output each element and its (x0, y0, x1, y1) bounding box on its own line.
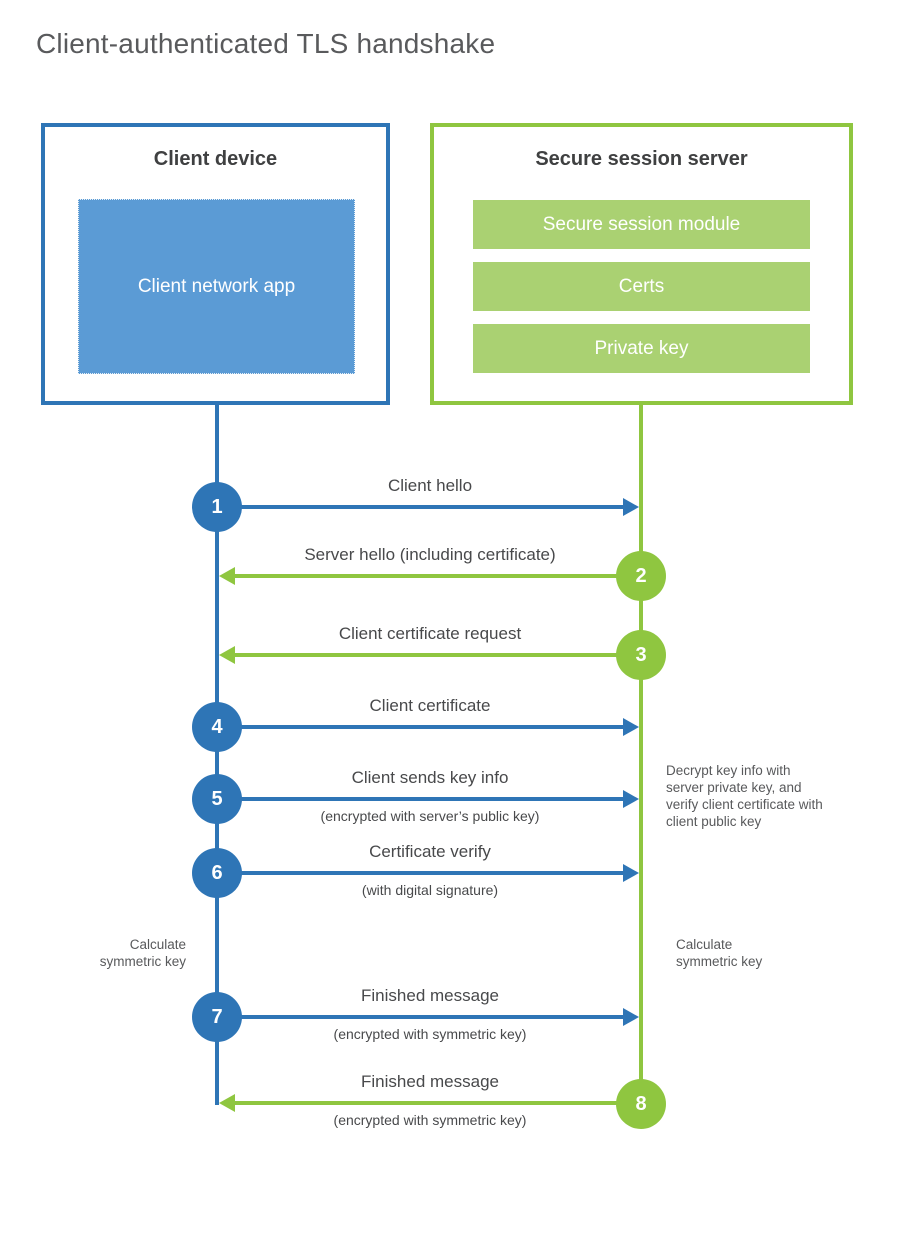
server-lifeline (639, 403, 643, 1106)
step-1-arrow-line (219, 505, 625, 509)
step-8-arrow-line (233, 1101, 641, 1105)
step-2-badge: 2 (616, 551, 666, 601)
step-5-arrow-line (219, 797, 625, 801)
step-8-badge: 8 (616, 1079, 666, 1129)
step-8-sublabel: (encrypted with symmetric key) (333, 1112, 527, 1128)
arrow-right-icon (623, 790, 639, 808)
step-1-label: Client hello (387, 476, 473, 495)
arrow-left-icon (219, 567, 235, 585)
client-device-title: Client device (153, 148, 278, 170)
arrow-left-icon (219, 646, 235, 664)
arrow-right-icon (623, 498, 639, 516)
client-network-app-module: Client network app (78, 199, 355, 374)
client-lifeline (215, 403, 219, 1105)
step-6-badge: 6 (192, 848, 242, 898)
step-4-label: Client certificate (369, 696, 491, 715)
step-4-arrow-line (219, 725, 625, 729)
step-6-label: Certificate verify (369, 842, 491, 861)
step-3-badge: 3 (616, 630, 666, 680)
note-client-calculate-key: Calculate symmetric key (99, 937, 186, 969)
arrow-right-icon (623, 864, 639, 882)
step-5-badge: 5 (192, 774, 242, 824)
step-2-arrow-line (233, 574, 641, 578)
step-6-arrow-line (219, 871, 625, 875)
server-module-private-key: Private key (473, 324, 810, 373)
step-8-label: Finished message (361, 1072, 499, 1091)
step-2-label: Server hello (including certificate) (304, 545, 556, 564)
client-network-app-label: Client network app (137, 276, 296, 297)
step-7-sublabel: (encrypted with symmetric key) (333, 1026, 527, 1042)
page-title: Client-authenticated TLS handshake (36, 28, 496, 59)
step-7-badge: 7 (192, 992, 242, 1042)
arrow-right-icon (623, 1008, 639, 1026)
note-server-calculate-key: Calculate symmetric key (676, 937, 763, 969)
step-7-arrow-line (219, 1015, 625, 1019)
server-module-certs: Certs (473, 262, 810, 311)
step-4-badge: 4 (192, 702, 242, 752)
server-module-secure-session: Secure session module (473, 200, 810, 249)
server-box-title: Secure session server (535, 148, 748, 170)
step-5-label: Client sends key info (351, 768, 509, 787)
step-1-badge: 1 (192, 482, 242, 532)
note-server-decrypt: Decrypt key info with server private key… (666, 763, 823, 829)
step-3-label: Client certificate request (338, 624, 522, 643)
step-3-arrow-line (233, 653, 641, 657)
arrow-left-icon (219, 1094, 235, 1112)
step-5-sublabel: (encrypted with server’s public key) (320, 808, 540, 824)
step-7-label: Finished message (361, 986, 499, 1005)
arrow-right-icon (623, 718, 639, 736)
step-6-sublabel: (with digital signature) (361, 882, 499, 898)
